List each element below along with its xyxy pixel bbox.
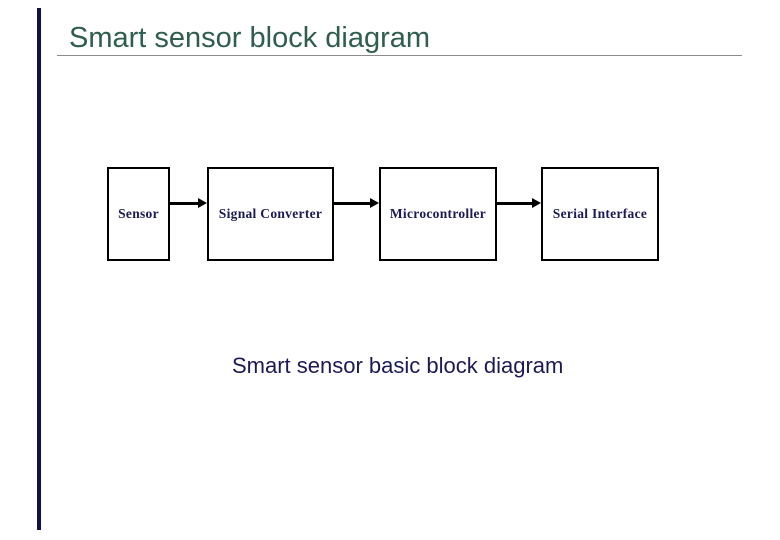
block-microcontroller-label: Microcontroller <box>389 206 487 221</box>
block-signal-converter-label: Signal Converter <box>218 206 323 221</box>
block-serial-interface: Serial Interface <box>541 167 659 261</box>
arrow-right-icon <box>497 198 541 209</box>
block-serial-interface-label: Serial Interface <box>552 206 648 221</box>
block-sensor: Sensor <box>107 167 170 261</box>
block-microcontroller: Microcontroller <box>379 167 497 261</box>
block-signal-converter: Signal Converter <box>207 167 334 261</box>
caption: Smart sensor basic block diagram <box>232 353 564 378</box>
title-underline: Smart sensor block diagram <box>57 22 742 56</box>
block-sensor-label: Sensor <box>118 206 159 221</box>
accent-bar <box>37 8 41 530</box>
arrow-right-icon <box>334 198 379 209</box>
arrow-right-icon <box>170 198 207 209</box>
page-title: Smart sensor block diagram <box>69 22 431 54</box>
